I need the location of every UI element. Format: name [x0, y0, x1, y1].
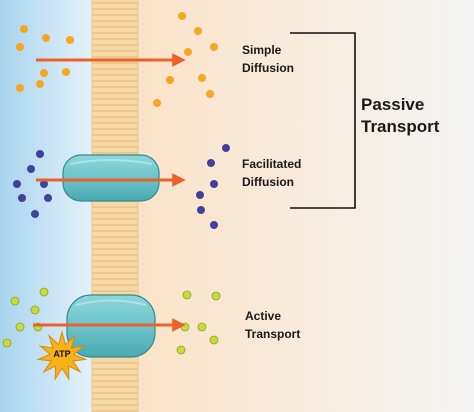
purple-molecule	[207, 159, 215, 167]
simple-diffusion-label-line1: Simple	[242, 43, 282, 57]
orange-molecule	[153, 99, 161, 107]
carrier-protein-facilitated	[62, 154, 160, 202]
passive-transport-bracket	[290, 32, 356, 209]
green-molecule	[2, 338, 12, 348]
purple-molecule	[40, 180, 48, 188]
green-molecule	[197, 322, 207, 332]
facilitated-diffusion-label-line2: Diffusion	[242, 175, 294, 189]
green-molecule	[211, 291, 221, 301]
active-transport-label-line2: Transport	[245, 327, 300, 341]
green-molecule	[15, 322, 25, 332]
orange-molecule	[198, 74, 206, 82]
intracellular-region	[138, 0, 474, 412]
purple-molecule	[222, 144, 230, 152]
purple-molecule	[13, 180, 21, 188]
orange-molecule	[42, 34, 50, 42]
green-molecule	[182, 290, 192, 300]
simple-diffusion-label-line2: Diffusion	[242, 61, 294, 75]
orange-molecule	[184, 48, 192, 56]
green-molecule	[30, 305, 40, 315]
passive-transport-label-line1: Passive	[361, 95, 424, 114]
active-transport-label-line1: Active	[245, 309, 281, 323]
purple-molecule	[210, 221, 218, 229]
orange-molecule	[166, 76, 174, 84]
purple-molecule	[197, 206, 205, 214]
orange-molecule	[194, 27, 202, 35]
orange-molecule	[66, 36, 74, 44]
orange-molecule	[62, 68, 70, 76]
purple-molecule	[210, 180, 218, 188]
active-transport-molecules	[2, 287, 221, 355]
orange-molecule	[20, 25, 28, 33]
orange-molecule	[210, 43, 218, 51]
purple-molecule	[36, 150, 44, 158]
atp-starburst-icon: ATP	[36, 330, 88, 381]
orange-molecule	[16, 84, 24, 92]
green-molecule	[176, 345, 186, 355]
green-molecule	[10, 296, 20, 306]
purple-molecule	[44, 194, 52, 202]
atp-label: ATP	[53, 349, 70, 359]
purple-molecule	[196, 191, 204, 199]
orange-molecule	[206, 90, 214, 98]
facilitated-diffusion-molecules	[13, 144, 230, 229]
passive-transport-label-line2: Transport	[361, 117, 440, 136]
orange-molecule	[36, 80, 44, 88]
simple-diffusion-molecules	[16, 12, 218, 107]
orange-molecule	[40, 69, 48, 77]
green-molecule	[39, 287, 49, 297]
orange-molecule	[16, 43, 24, 51]
purple-molecule	[18, 194, 26, 202]
facilitated-diffusion-label-line1: Facilitated	[242, 157, 301, 171]
purple-molecule	[31, 210, 39, 218]
purple-molecule	[27, 165, 35, 173]
orange-molecule	[178, 12, 186, 20]
green-molecule	[209, 335, 219, 345]
